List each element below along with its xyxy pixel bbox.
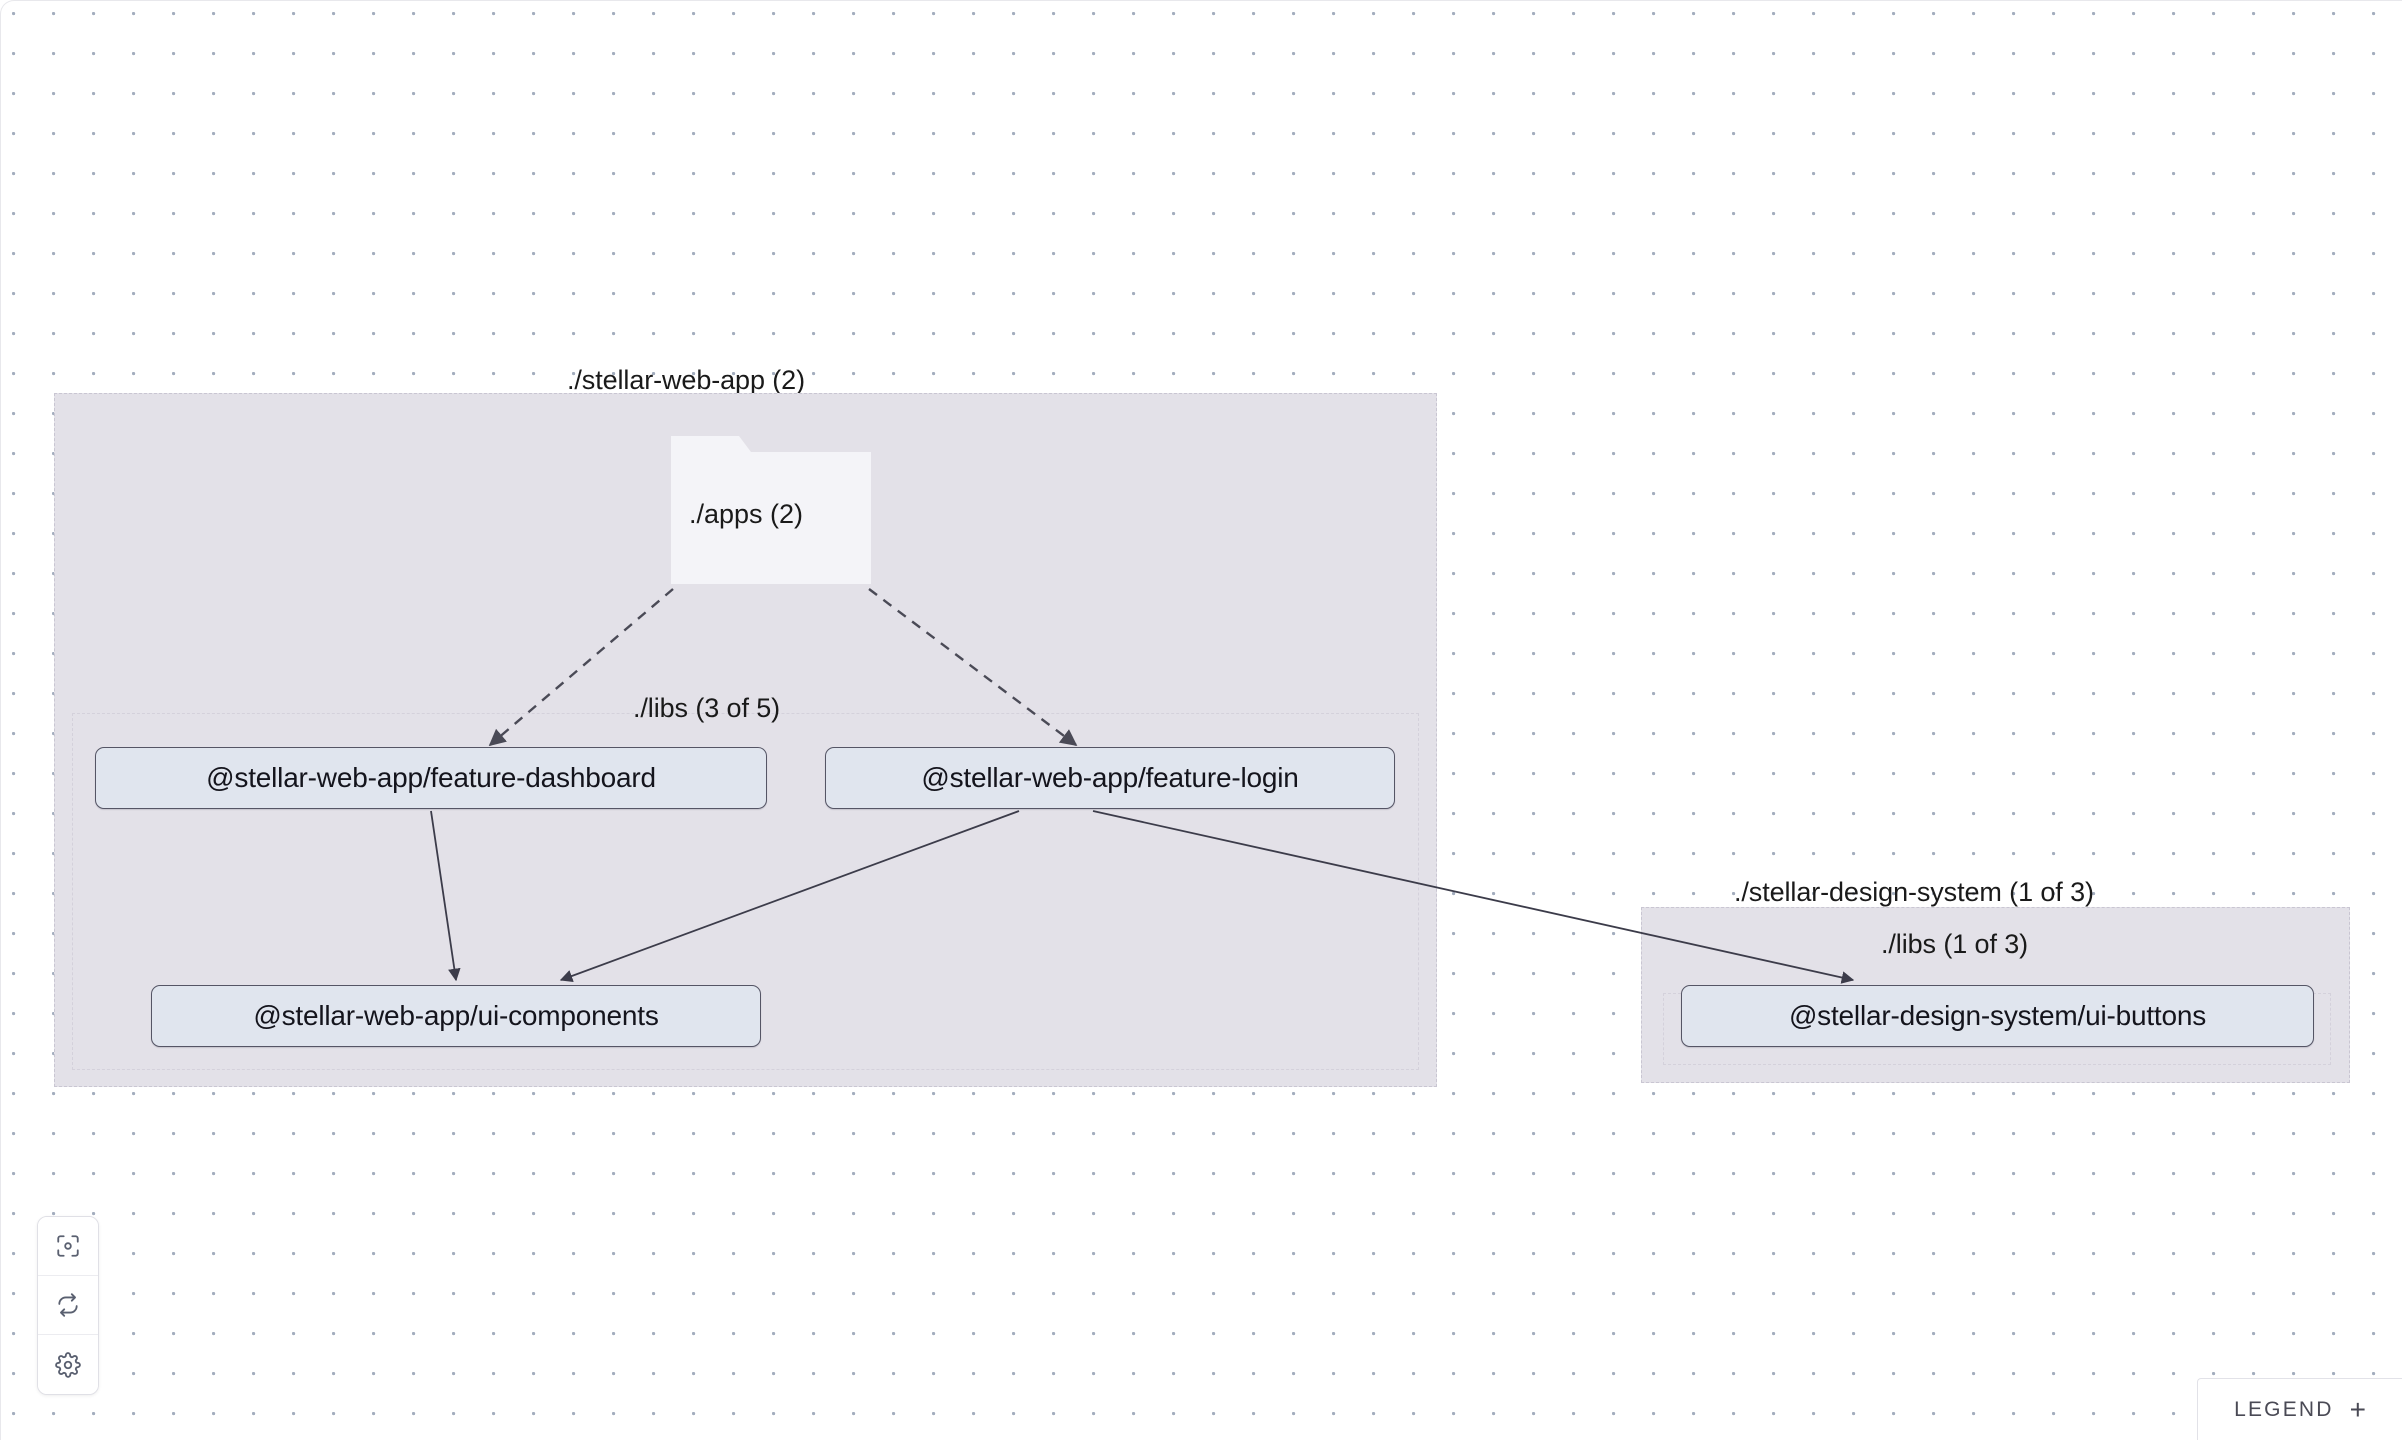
subgroup-label-design-system-libs: ./libs (1 of 3) <box>1881 929 2029 959</box>
subgroup-label-web-app-libs: ./libs (3 of 5) <box>633 693 781 723</box>
node-ui-components[interactable]: @stellar-web-app/ui-components <box>151 985 761 1047</box>
legend-label: LEGEND <box>2234 1397 2334 1421</box>
refresh-button[interactable] <box>38 1276 98 1335</box>
gear-icon <box>55 1351 81 1378</box>
focus-target-icon <box>55 1233 81 1259</box>
node-feature-dashboard[interactable]: @stellar-web-app/feature-dashboard <box>95 747 767 809</box>
refresh-icon <box>55 1292 81 1318</box>
settings-button[interactable] <box>38 1335 98 1394</box>
group-label-stellar-design-system: ./stellar-design-system (1 of 3) <box>1734 877 2094 907</box>
folder-apps[interactable] <box>671 436 871 584</box>
node-label-ui-components: @stellar-web-app/ui-components <box>253 1000 659 1031</box>
node-feature-login[interactable]: @stellar-web-app/feature-login <box>825 747 1395 809</box>
node-ui-buttons[interactable]: @stellar-design-system/ui-buttons <box>1681 985 2314 1047</box>
group-label-stellar-web-app: ./stellar-web-app (2) <box>567 365 805 395</box>
node-label-feature-login: @stellar-web-app/feature-login <box>921 762 1299 793</box>
node-label-ui-buttons: @stellar-design-system/ui-buttons <box>1788 1000 2207 1031</box>
focus-graph-button[interactable] <box>38 1217 98 1276</box>
canvas-toolbar <box>37 1216 99 1395</box>
node-label-feature-dashboard: @stellar-web-app/feature-dashboard <box>206 762 656 793</box>
folder-label-apps: ./apps (2) <box>689 499 804 529</box>
plus-icon: + <box>2349 1393 2366 1425</box>
legend-panel[interactable]: LEGEND + <box>2197 1378 2402 1440</box>
